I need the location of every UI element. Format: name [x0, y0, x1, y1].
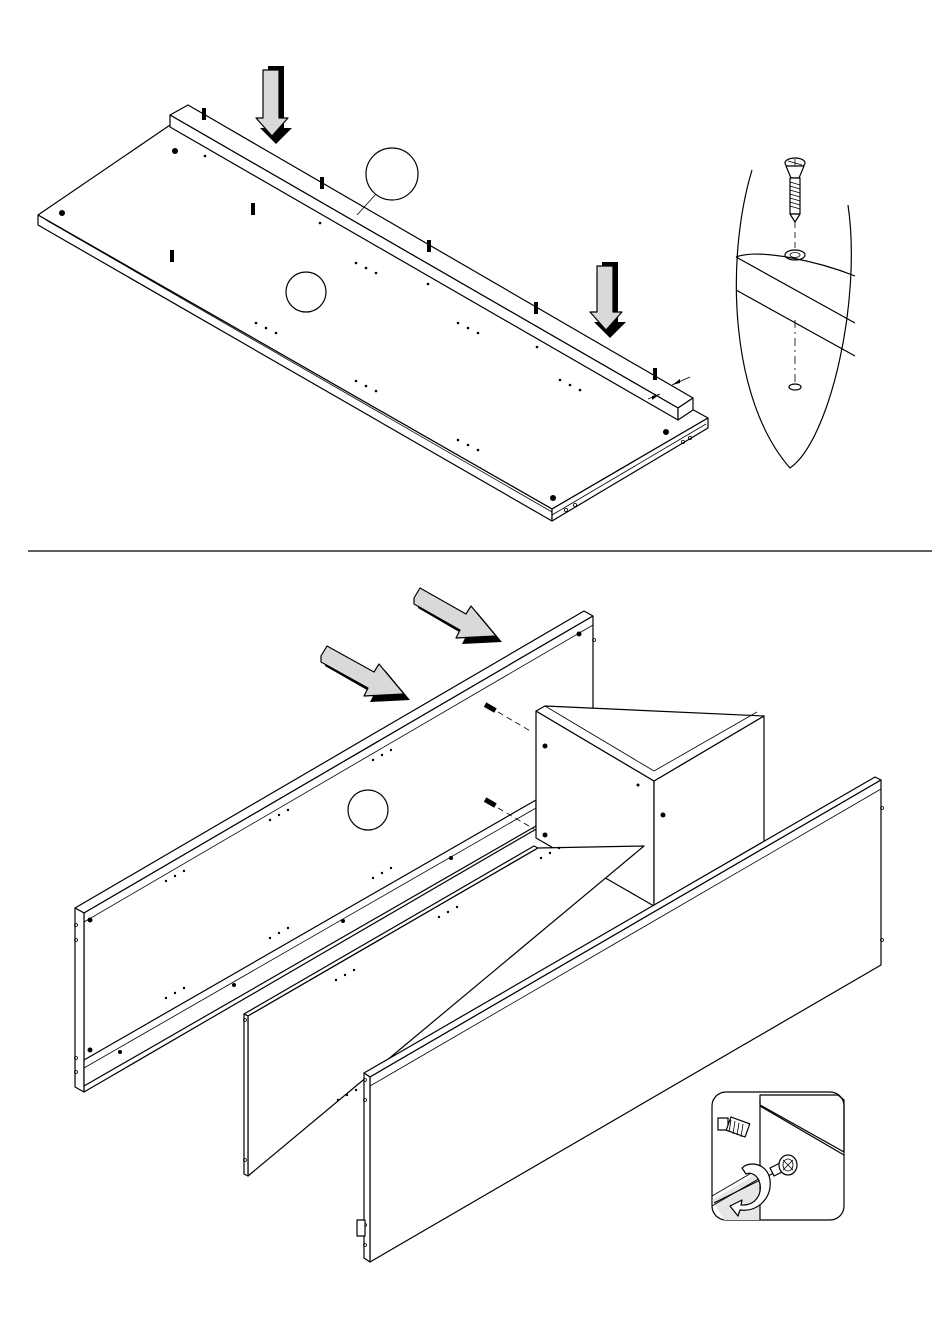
- rail-circle: [357, 148, 418, 215]
- step-lower: [75, 588, 884, 1262]
- slide-arrow-icon: [321, 646, 410, 702]
- dowel-icon: [427, 240, 431, 252]
- screw-icon: [785, 158, 805, 222]
- dowel-icon: [170, 250, 174, 262]
- cam-lock-icon: [779, 1155, 797, 1175]
- dowel-icon: [251, 203, 255, 215]
- cam-lock-detail: [712, 1092, 844, 1220]
- dowel-icon: [320, 177, 324, 189]
- dowel-icon: [534, 302, 538, 314]
- down-arrow-icon: [256, 66, 292, 144]
- dowel-icon: [653, 368, 657, 380]
- step-upper: [38, 66, 708, 521]
- dowel-icon: [202, 108, 206, 120]
- down-arrow-icon: [590, 262, 626, 338]
- screw-detail: [736, 158, 855, 468]
- slide-arrow-icon: [414, 588, 502, 644]
